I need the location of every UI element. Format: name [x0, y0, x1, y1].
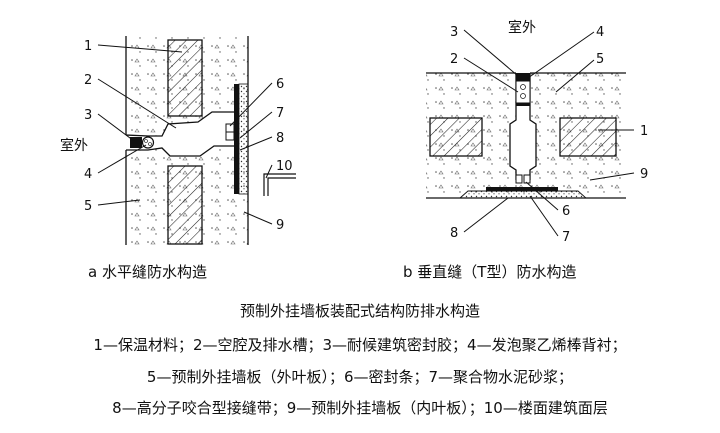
callout-b-5: 5	[596, 52, 604, 67]
figure-title: 预制外挂墙板装配式结构防排水构造	[239, 302, 480, 320]
caption-diagram-b: b 垂直缝（T型）防水构造	[403, 263, 577, 281]
polymer-mortar-b	[458, 190, 588, 199]
callout-b-2: 2	[450, 52, 458, 67]
outdoor-label-a: 室外	[60, 137, 88, 154]
callout-b-7: 7	[562, 230, 570, 245]
outdoor-label-b: 室外	[508, 19, 536, 36]
joint-tape	[234, 84, 239, 194]
callout-a-7: 7	[276, 106, 284, 121]
legend-line-3: 8—高分子咬合型接缝带；9—预制外挂墙板（内叶板）；10—楼面建筑面层	[112, 399, 608, 417]
caption-diagram-a: a 水平缝防水构造	[88, 263, 207, 281]
callout-a-1: 1	[84, 39, 92, 54]
sealing-strip	[225, 123, 235, 133]
diagram-b: 3 2 4 5 1 9 6 7 8 室外	[426, 19, 648, 245]
callout-a-3: 3	[84, 108, 92, 123]
floor-finish	[263, 173, 296, 196]
insulation-right-b	[559, 117, 617, 157]
diagram-a: 1 2 3 4 5 6 7 8 10 9 室外	[60, 36, 296, 245]
insulation-upper	[167, 39, 203, 117]
callout-a-6: 6	[276, 77, 284, 92]
weather-sealant-b	[516, 73, 530, 81]
callout-a-2: 2	[84, 73, 92, 88]
insulation-left-b	[429, 117, 483, 157]
weather-sealant	[130, 137, 142, 148]
callout-b-1: 1	[640, 124, 648, 139]
callout-b-8: 8	[450, 226, 458, 241]
callout-a-8: 8	[276, 131, 284, 146]
joint-tape-b	[486, 187, 558, 191]
callout-b-9: 9	[640, 167, 648, 182]
callout-a-9: 9	[276, 218, 284, 233]
callout-b-6: 6	[562, 204, 570, 219]
callout-b-3: 3	[450, 25, 458, 40]
polymer-mortar	[238, 83, 249, 195]
legend-line-2: 5—预制外挂墙板（外叶板）；6—密封条；7—聚合物水泥砂浆；	[146, 368, 574, 386]
callout-b-4: 4	[596, 25, 604, 40]
insulation-lower	[167, 165, 203, 245]
callout-a-4: 4	[84, 167, 92, 182]
legend-line-1: 1—保温材料；2—空腔及排水槽；3—耐候建筑密封胶；4—发泡聚乙烯棒背衬；	[93, 336, 627, 354]
callout-a-5: 5	[84, 199, 92, 214]
callout-a-10: 10	[276, 159, 293, 174]
